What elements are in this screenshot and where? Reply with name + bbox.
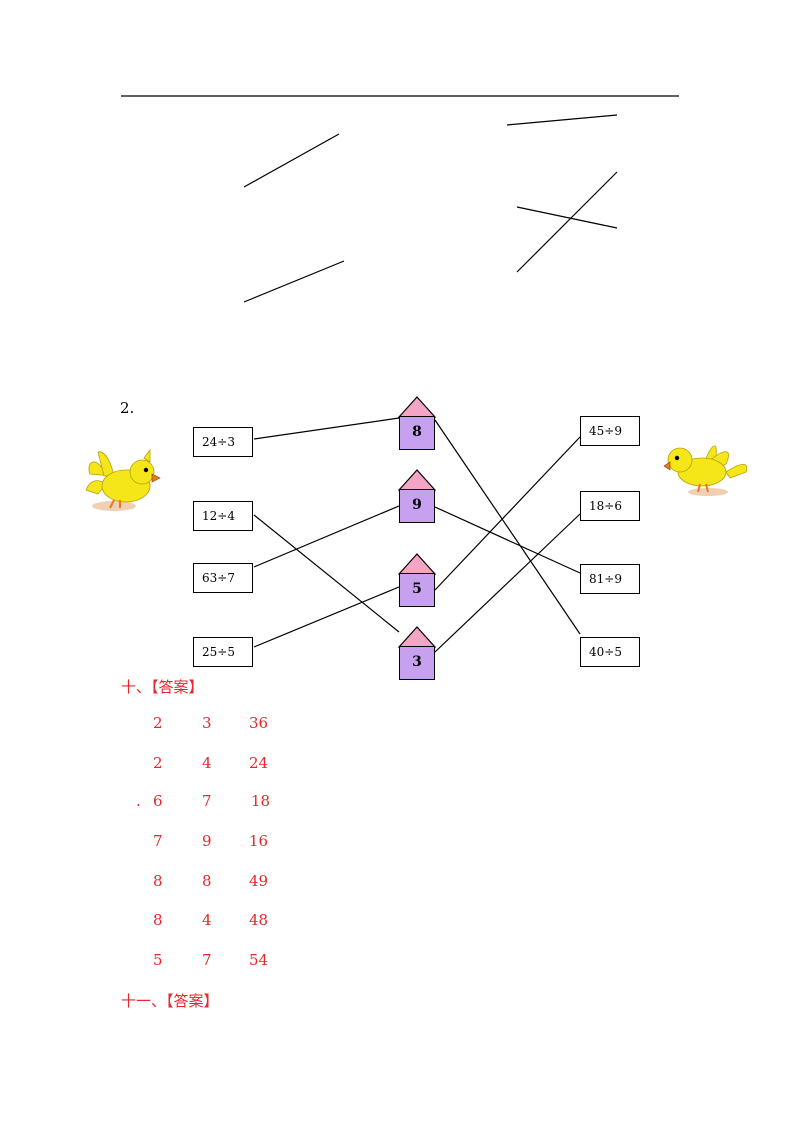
answer-cell: 54 bbox=[249, 951, 269, 969]
house-number: 9 bbox=[399, 489, 435, 523]
left-expression-box: 12÷4 bbox=[193, 501, 253, 531]
question-number: 2. bbox=[120, 399, 135, 417]
answer-cell: 8 bbox=[153, 911, 163, 929]
bird-left-illustration bbox=[85, 448, 161, 511]
answer-cell: 7 bbox=[153, 832, 163, 850]
answer-heading-eleven: 十一、【答案】 bbox=[121, 992, 219, 1010]
answer-cell: 7 bbox=[202, 792, 212, 810]
connector-line bbox=[253, 514, 400, 633]
house-number: 3 bbox=[399, 646, 435, 680]
left-expression-box: 63÷7 bbox=[193, 563, 253, 593]
house-answer: 9 bbox=[398, 469, 436, 525]
answer-cell: 49 bbox=[249, 872, 269, 890]
right-expression-box: 40÷5 bbox=[580, 637, 640, 667]
house-number: 5 bbox=[399, 573, 435, 607]
answer-cell: 9 bbox=[202, 832, 212, 850]
connector-line bbox=[434, 513, 581, 653]
house-answer: 3 bbox=[398, 626, 436, 682]
connector-line bbox=[434, 419, 581, 635]
top-answer-line bbox=[516, 206, 618, 229]
answer-cell: 18 bbox=[251, 792, 271, 810]
house-number: 8 bbox=[399, 416, 435, 450]
connector-line bbox=[434, 506, 581, 574]
answer-heading-ten: 十、【答案】 bbox=[121, 678, 204, 696]
answer-cell: 48 bbox=[249, 911, 269, 929]
answer-cell: 4 bbox=[202, 911, 212, 929]
top-answer-line bbox=[516, 171, 618, 273]
answer-cell: 36 bbox=[249, 714, 269, 732]
house-answer: 5 bbox=[398, 553, 436, 609]
right-expression-box: 45÷9 bbox=[580, 416, 640, 446]
answer-cell: 24 bbox=[249, 754, 269, 772]
answer-cell: 16 bbox=[249, 832, 269, 850]
left-expression-box: 24÷3 bbox=[193, 427, 253, 457]
answer-cell: 8 bbox=[202, 872, 212, 890]
answer-cell: 3 bbox=[202, 714, 212, 732]
connector-line bbox=[253, 505, 400, 568]
answer-cell: 7 bbox=[202, 951, 212, 969]
connector-line bbox=[253, 586, 400, 648]
answer-cell: 6 bbox=[153, 792, 163, 810]
top-answer-line bbox=[243, 133, 340, 188]
top-answer-line bbox=[506, 114, 618, 126]
connector-line bbox=[434, 436, 581, 591]
house-answer: 8 bbox=[398, 396, 436, 452]
left-expression-box: 25÷5 bbox=[193, 637, 253, 667]
answer-cell: 5 bbox=[153, 951, 163, 969]
top-answer-line bbox=[243, 260, 345, 303]
connector-line bbox=[253, 417, 400, 440]
answer-cell: 2 bbox=[153, 754, 163, 772]
answer-cell: 4 bbox=[202, 754, 212, 772]
answer-cell: 8 bbox=[153, 872, 163, 890]
answer-cell: 2 bbox=[153, 714, 163, 732]
stray-dot: . bbox=[136, 792, 141, 810]
bird-right-illustration bbox=[663, 445, 748, 496]
right-expression-box: 81÷9 bbox=[580, 564, 640, 594]
right-expression-box: 18÷6 bbox=[580, 491, 640, 521]
